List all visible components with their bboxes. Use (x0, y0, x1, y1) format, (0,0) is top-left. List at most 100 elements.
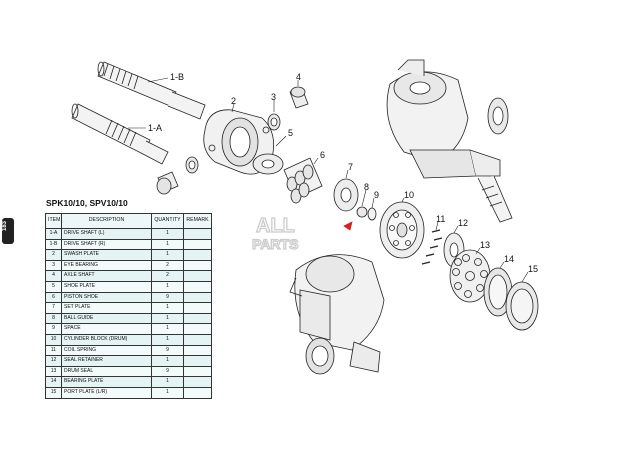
callout-8: 8 (364, 182, 369, 192)
part-axle-shaft (156, 86, 309, 195)
cell-quantity: 1 (151, 280, 184, 293)
cell-quantity: 1 (151, 376, 184, 388)
callout-9: 9 (374, 190, 379, 200)
cell-remark (183, 228, 212, 240)
part-drive-shaft-r (97, 61, 206, 120)
cell-quantity: 1 (151, 386, 184, 399)
callout-3: 3 (271, 92, 276, 102)
cell-quantity: 9 (151, 365, 184, 378)
part-coil-springs (421, 229, 443, 265)
cell-remark (183, 249, 212, 261)
cell-description: EYE BEARING (61, 259, 152, 272)
cell-quantity: 9 (151, 291, 184, 304)
cell-remark (183, 302, 212, 314)
cell-remark (183, 270, 212, 282)
cell-remark (183, 291, 212, 304)
cell-quantity: 2 (151, 270, 184, 282)
cell-item: 14 (45, 376, 62, 388)
cell-description: SHOE PLATE (61, 280, 152, 293)
cell-description: CYLINDER BLOCK (DRUM) (61, 333, 152, 346)
callout-4: 4 (296, 72, 301, 82)
cell-remark (183, 355, 212, 367)
cell-remark (183, 259, 212, 272)
assembled-pump-bottom (289, 254, 385, 375)
cell-quantity: 1 (151, 302, 184, 314)
callout-1b: 1-B (170, 72, 184, 82)
cell-remark (183, 386, 212, 399)
callout-11: 11 (436, 214, 445, 224)
cell-item: 1-A (45, 228, 62, 240)
header-remark: REMARK (183, 213, 212, 229)
callout-1a: 1-A (148, 123, 162, 133)
cell-item: 8 (45, 312, 62, 325)
cell-item: 11 (45, 344, 62, 357)
callout-13: 13 (480, 240, 490, 250)
part-drum-seal (449, 249, 491, 303)
cell-description: SWASH PLATE (61, 249, 152, 261)
cell-quantity: 1 (151, 355, 184, 367)
callout-15: 15 (528, 264, 538, 274)
table-header-row: ITEM DESCRIPTION QUANTITY REMARK (45, 213, 212, 229)
cell-description: DRIVE SHAFT (L) (61, 228, 152, 240)
cell-item: 1-B (45, 238, 62, 251)
cell-quantity: 2 (151, 259, 184, 272)
cell-description: PORT PLATE (L/R) (61, 386, 152, 399)
cell-description: BEARING PLATE (61, 376, 152, 388)
cell-item: 13 (45, 365, 62, 378)
callout-labels: 1-B 1-A 2 3 4 5 6 7 8 9 10 11 12 13 14 1… (148, 72, 538, 274)
part-ball-guide (356, 206, 368, 218)
cell-quantity: 1 (151, 228, 184, 240)
cell-description: PISTON SHOE (61, 291, 152, 304)
watermark-line1: ALL (256, 215, 295, 237)
cell-remark (183, 344, 212, 357)
red-marker-icon (343, 221, 353, 231)
cell-quantity: 1 (151, 312, 184, 325)
watermark: ALL PARTS (251, 214, 299, 252)
cell-quantity: 1 (151, 333, 184, 346)
part-space (367, 207, 377, 221)
cell-item: 7 (45, 302, 62, 314)
cell-item: 6 (45, 291, 62, 304)
cell-description: AXLE SHAFT (61, 270, 152, 282)
cell-item: 9 (45, 323, 62, 335)
cell-quantity: 9 (151, 344, 184, 357)
cell-remark (183, 333, 212, 346)
cell-description: DRUM SEAL (61, 365, 152, 378)
part-piston-shoes (283, 157, 323, 204)
leader-lines (128, 77, 529, 283)
page-number: 183 (2, 221, 8, 232)
cell-description: SEAL RETAINER (61, 355, 152, 367)
cell-description: DRIVE SHAFT (R) (61, 238, 152, 251)
cell-description: COIL SPRING (61, 344, 152, 357)
cell-item: 12 (45, 355, 62, 367)
cell-item: 10 (45, 333, 62, 346)
callout-12: 12 (458, 218, 468, 228)
header-quantity: QUANTITY (151, 213, 184, 229)
cell-item: 5 (45, 280, 62, 293)
callout-5: 5 (288, 128, 293, 138)
header-item: ITEM (45, 213, 62, 229)
cell-remark (183, 365, 212, 378)
cell-remark (183, 376, 212, 388)
part-drive-shaft-l (71, 103, 169, 165)
cell-quantity: 1 (151, 249, 184, 261)
cell-description: SET PLATE (61, 302, 152, 314)
cell-remark (183, 312, 212, 325)
cell-remark (183, 323, 212, 335)
callout-2: 2 (231, 96, 236, 106)
part-cylinder-block (379, 201, 425, 259)
